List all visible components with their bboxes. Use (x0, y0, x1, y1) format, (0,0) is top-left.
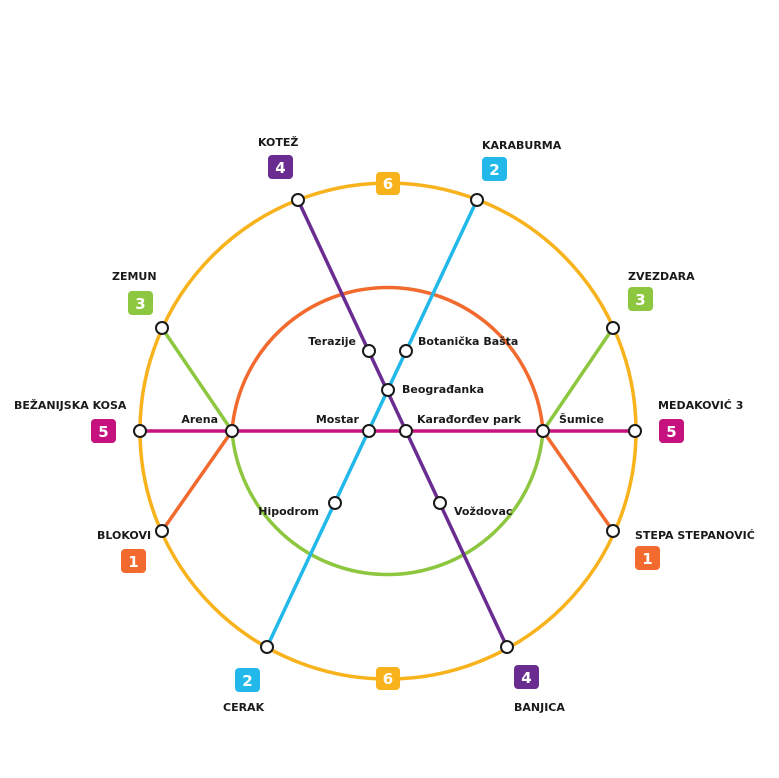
line-4-badge-banjica: 4 (514, 665, 539, 689)
label-medakovic3: MEDAKOVIĆ 3 (658, 399, 743, 412)
label-terazije: Terazije (308, 335, 356, 348)
svg-text:5: 5 (98, 423, 108, 441)
svg-text:5: 5 (666, 423, 676, 441)
line-3-route (160, 327, 615, 577)
svg-text:2: 2 (242, 672, 252, 690)
svg-text:1: 1 (128, 553, 138, 571)
label-banjica: BANJICA (514, 701, 565, 714)
station-banjica[interactable] (500, 640, 514, 654)
line-2-route (265, 199, 479, 648)
station-zemun[interactable] (155, 321, 169, 335)
label-arena: Arena (181, 413, 218, 426)
station-arena[interactable] (225, 424, 239, 438)
line-2-badge-cerak: 2 (235, 668, 260, 692)
station-hipodrom[interactable] (328, 496, 342, 510)
station-sumice[interactable] (536, 424, 550, 438)
line-1-route (160, 285, 615, 533)
station-vozdovac[interactable] (433, 496, 447, 510)
line-3-badge-zemun: 3 (128, 291, 153, 315)
svg-text:3: 3 (135, 295, 145, 313)
station-bezanijska-kosa[interactable] (133, 424, 147, 438)
label-karadjordjev-park: Karađorđev park (417, 413, 522, 426)
line-5-badge-medakovic3: 5 (659, 419, 684, 443)
station-kotez[interactable] (291, 193, 305, 207)
line-4-route (296, 199, 509, 648)
label-sumice: Šumice (559, 413, 604, 426)
station-karaburma[interactable] (470, 193, 484, 207)
label-zvezdara: ZVEZDARA (628, 270, 695, 283)
svg-text:4: 4 (521, 669, 531, 687)
line-4-badge-kotez: 4 (268, 155, 293, 179)
label-bezanijska-kosa: BEŽANIJSKA KOSA (14, 399, 127, 412)
label-karaburma: KARABURMA (482, 139, 562, 152)
svg-text:4: 4 (275, 159, 285, 177)
svg-text:2: 2 (489, 161, 499, 179)
station-stepa-stepanovic[interactable] (606, 524, 620, 538)
label-hipodrom: Hipodrom (258, 505, 319, 518)
line-2-badge-karaburma: 2 (482, 157, 507, 181)
label-mostar: Mostar (316, 413, 360, 426)
station-terazije[interactable] (362, 344, 376, 358)
label-beogradjanka: Beograđanka (402, 383, 484, 396)
station-mostar[interactable] (362, 424, 376, 438)
svg-text:6: 6 (383, 670, 393, 688)
station-beogradjanka[interactable] (381, 383, 395, 397)
station-cerak[interactable] (260, 640, 274, 654)
line-1-badge-blokovi: 1 (121, 549, 146, 573)
station-karadjordjev-park[interactable] (399, 424, 413, 438)
label-cerak: CERAK (223, 701, 265, 714)
label-kotez: KOTEŽ (258, 136, 298, 149)
station-botanicka-basta[interactable] (399, 344, 413, 358)
station-medakovic3[interactable] (628, 424, 642, 438)
label-zemun: ZEMUN (112, 270, 157, 283)
line-3-badge-zvezdara: 3 (628, 287, 653, 311)
label-vozdovac: Voždovac (454, 505, 512, 518)
line-6-badge-bottom: 6 (376, 667, 400, 690)
station-zvezdara[interactable] (606, 321, 620, 335)
line-5-badge-bezanijska-kosa: 5 (91, 419, 116, 443)
station-blokovi[interactable] (155, 524, 169, 538)
label-blokovi: BLOKOVI (97, 529, 151, 542)
line-1-badge-stepa-stepanovic: 1 (635, 546, 660, 570)
line-6-badge-top: 6 (376, 172, 400, 195)
label-stepa-stepanovic: STEPA STEPANOVIĆ (635, 529, 755, 542)
svg-text:3: 3 (635, 291, 645, 309)
svg-text:1: 1 (642, 550, 652, 568)
label-botanicka-basta: Botanička Bašta (418, 335, 518, 348)
svg-text:6: 6 (383, 175, 393, 193)
